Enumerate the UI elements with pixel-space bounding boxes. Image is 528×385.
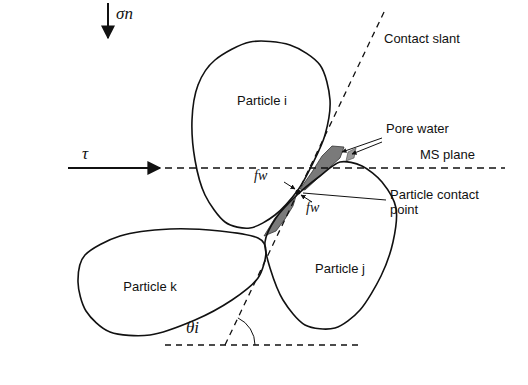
particle: Particle k (78, 229, 266, 335)
particle-outline (265, 162, 396, 328)
particle-outline (192, 41, 330, 228)
leader-line (303, 193, 386, 200)
force-symbol: fw (254, 168, 267, 184)
callout-label: Pore water (386, 122, 449, 137)
particle-outline (265, 162, 397, 329)
horizontal-reference (165, 344, 360, 345)
ms-plane-line (165, 167, 505, 169)
shear-stress-arrow (68, 167, 160, 169)
water-force-arrow (284, 182, 295, 189)
angle-symbol: θi (186, 318, 199, 338)
particle-outline (78, 229, 266, 336)
particle: Particle j (265, 162, 396, 328)
line-label: MS plane (420, 148, 475, 163)
normal-stress-arrow (107, 3, 109, 38)
particle-label: Particle j (315, 261, 365, 276)
callout-label: Particle contact point (390, 188, 502, 218)
particle-label: Particle k (123, 279, 176, 294)
angle-arc (238, 318, 255, 345)
leader-line (352, 142, 382, 154)
stress-symbol: σn (116, 4, 133, 24)
particle-label: Particle i (237, 93, 287, 108)
stress-symbol: τ (82, 144, 88, 164)
line-label: Contact slant (384, 32, 460, 47)
force-symbol: fw (306, 200, 319, 216)
